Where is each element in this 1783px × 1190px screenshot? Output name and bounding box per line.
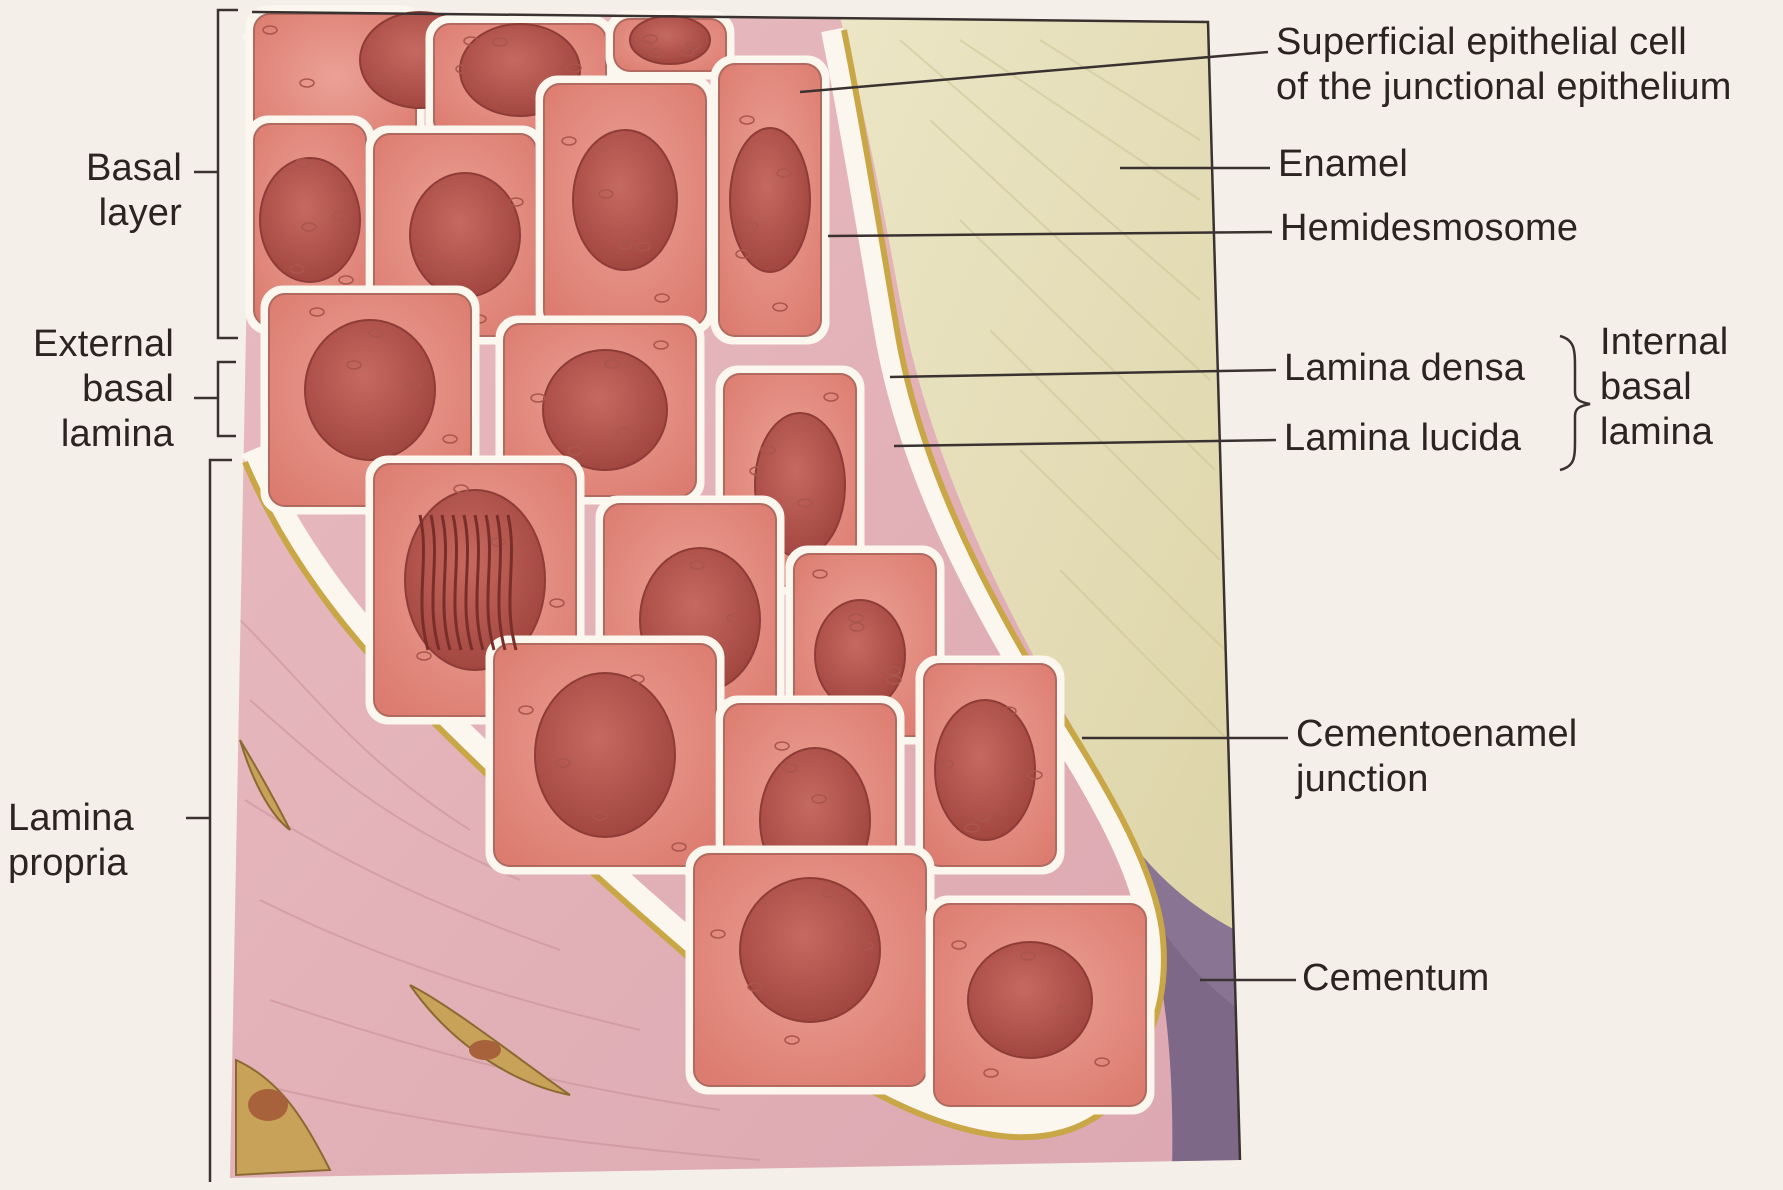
epithelial-cell: [490, 640, 720, 870]
basal-layer-label: Basal layer: [62, 146, 182, 236]
lamina-lucida-label: Lamina lucida: [1284, 416, 1521, 461]
epithelial-cell: [930, 900, 1150, 1110]
epithelial-cell: [690, 850, 930, 1090]
internal-basal-lamina-brace: [1560, 336, 1590, 470]
basal-layer-bracket: [194, 10, 238, 338]
superficial-cell-label: Superficial epithelial cell of the junct…: [1276, 20, 1732, 110]
enamel-label: Enamel: [1278, 142, 1408, 187]
internal-basal-lamina-label: Internal basal lamina: [1600, 320, 1728, 454]
cell-nucleus: [410, 173, 520, 297]
cementum-label: Cementum: [1302, 956, 1489, 1001]
cell-nucleus: [815, 600, 905, 710]
cell-nucleus: [740, 878, 880, 1022]
hemidesmosome-label: Hemidesmosome: [1280, 206, 1578, 251]
epithelial-cell: [920, 660, 1060, 870]
cell-nucleus: [630, 16, 710, 64]
cementoenamel-junction-label: Cementoenamel junction: [1296, 712, 1577, 802]
epithelial-cell: [540, 80, 710, 330]
cell-nucleus: [935, 700, 1035, 840]
left-brackets: [186, 10, 238, 1182]
cell-nucleus: [260, 158, 360, 282]
epithelial-cell: [715, 60, 825, 340]
lamina-propria-label: Lamina propria: [8, 796, 166, 886]
lamina-propria-bracket: [186, 460, 232, 1182]
external-basal-lamina-bracket: [194, 362, 236, 436]
external-basal-lamina-label: External basal lamina: [4, 322, 174, 456]
epithelial-cell: [610, 15, 730, 75]
cell-nucleus: [543, 350, 667, 470]
lamina-densa-label: Lamina densa: [1284, 346, 1525, 391]
